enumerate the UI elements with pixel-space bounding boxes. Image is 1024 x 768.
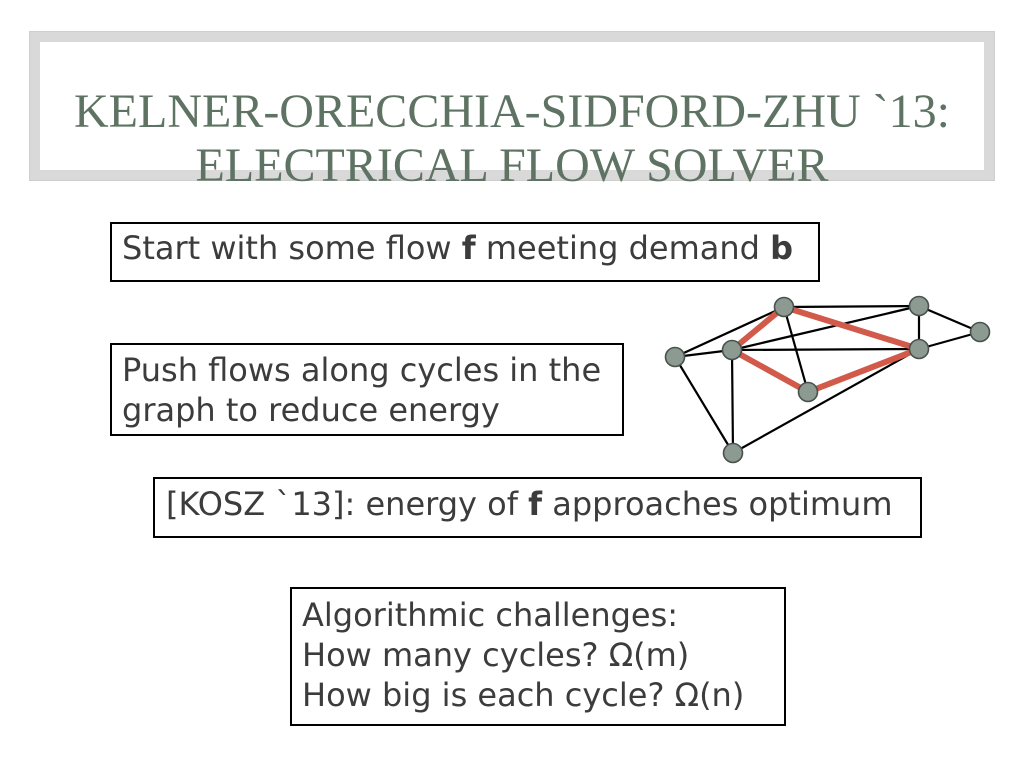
approaches-optimum-text: approaches optimum (552, 485, 893, 523)
graph-edge (730, 348, 735, 455)
graph-edge (731, 347, 921, 455)
push-cycles-box: Push flows along cycles in the graph to … (110, 343, 624, 436)
push-cycles-line: Push flows along cycles in the (122, 351, 602, 389)
slide-title: KELNER-ORECCHIA-SIDFORD-ZHU `13: ELECTRI… (30, 85, 994, 193)
kosz-citation-text: [KOSZ `13]: energy of (166, 485, 518, 523)
graph-edge (782, 305, 810, 394)
title-frame (30, 32, 994, 180)
graph-edge (730, 347, 921, 352)
graph-edge (917, 330, 982, 351)
graph-node (797, 381, 819, 403)
start-flow-text: Start with some flow (122, 229, 452, 267)
graph-node (773, 296, 795, 318)
challenges-box: Algorithmic challenges: How many cycles?… (290, 587, 786, 726)
graph-node (969, 321, 991, 343)
highlighted-cycle (729, 304, 922, 395)
title-line-topic: ELECTRICAL FLOW SOLVER (195, 139, 829, 192)
graph-edge (730, 304, 921, 352)
demand-symbol-b: b (770, 229, 794, 267)
start-flow-box: Start with some flow f meeting demand b (110, 222, 820, 282)
challenge-cycle-size: How big is each cycle? Ω(n) (302, 676, 745, 714)
cycle-edge (805, 346, 922, 395)
cycle-edge (729, 304, 787, 353)
challenge-cycle-count: How many cycles? Ω(m) (302, 636, 690, 674)
meeting-demand-text: meeting demand (485, 229, 760, 267)
graph-node (722, 442, 744, 464)
graph-edge (673, 355, 735, 455)
graph-nodes (664, 295, 991, 464)
graph-node (721, 339, 743, 361)
graph-edges (673, 304, 982, 455)
cycle-edge (781, 304, 922, 352)
graph-edge (917, 304, 982, 334)
kosz-result-box: [KOSZ `13]: energy of f approaches optim… (153, 477, 922, 538)
flow-symbol-f: f (461, 229, 476, 267)
graph-edge (673, 348, 734, 359)
graph-edge (673, 305, 786, 359)
graph-node (664, 346, 686, 368)
flow-symbol-f: f (528, 485, 543, 523)
graph-node (908, 338, 930, 360)
cycle-edge (729, 347, 811, 395)
push-cycles-line: graph to reduce energy (122, 391, 500, 429)
title-line-authors: KELNER-ORECCHIA-SIDFORD-ZHU `13: (74, 85, 950, 138)
graph-node (908, 295, 930, 317)
graph-edge (782, 304, 921, 309)
challenges-heading: Algorithmic challenges: (302, 596, 679, 634)
